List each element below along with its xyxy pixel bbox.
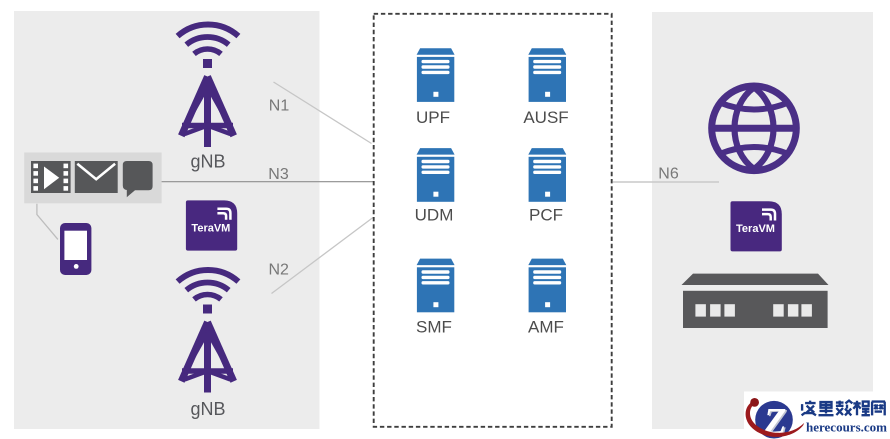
svg-text:Z: Z <box>764 402 788 439</box>
svg-text:N2: N2 <box>268 262 289 279</box>
svg-text:gNB: gNB <box>190 152 225 172</box>
svg-text:AUSF: AUSF <box>523 108 568 127</box>
svg-text:SMF: SMF <box>416 318 452 337</box>
svg-text:PCF: PCF <box>529 206 563 225</box>
svg-text:AMF: AMF <box>528 318 564 337</box>
svg-text:UDM: UDM <box>415 206 454 225</box>
svg-text:herecours.com: herecours.com <box>806 420 887 435</box>
svg-text:N1: N1 <box>269 98 290 115</box>
svg-text:UPF: UPF <box>416 108 450 127</box>
svg-text:gNB: gNB <box>190 399 225 419</box>
svg-text:N6: N6 <box>658 166 679 183</box>
svg-text:Z: Z <box>763 402 787 439</box>
svg-text:N3: N3 <box>268 166 289 183</box>
